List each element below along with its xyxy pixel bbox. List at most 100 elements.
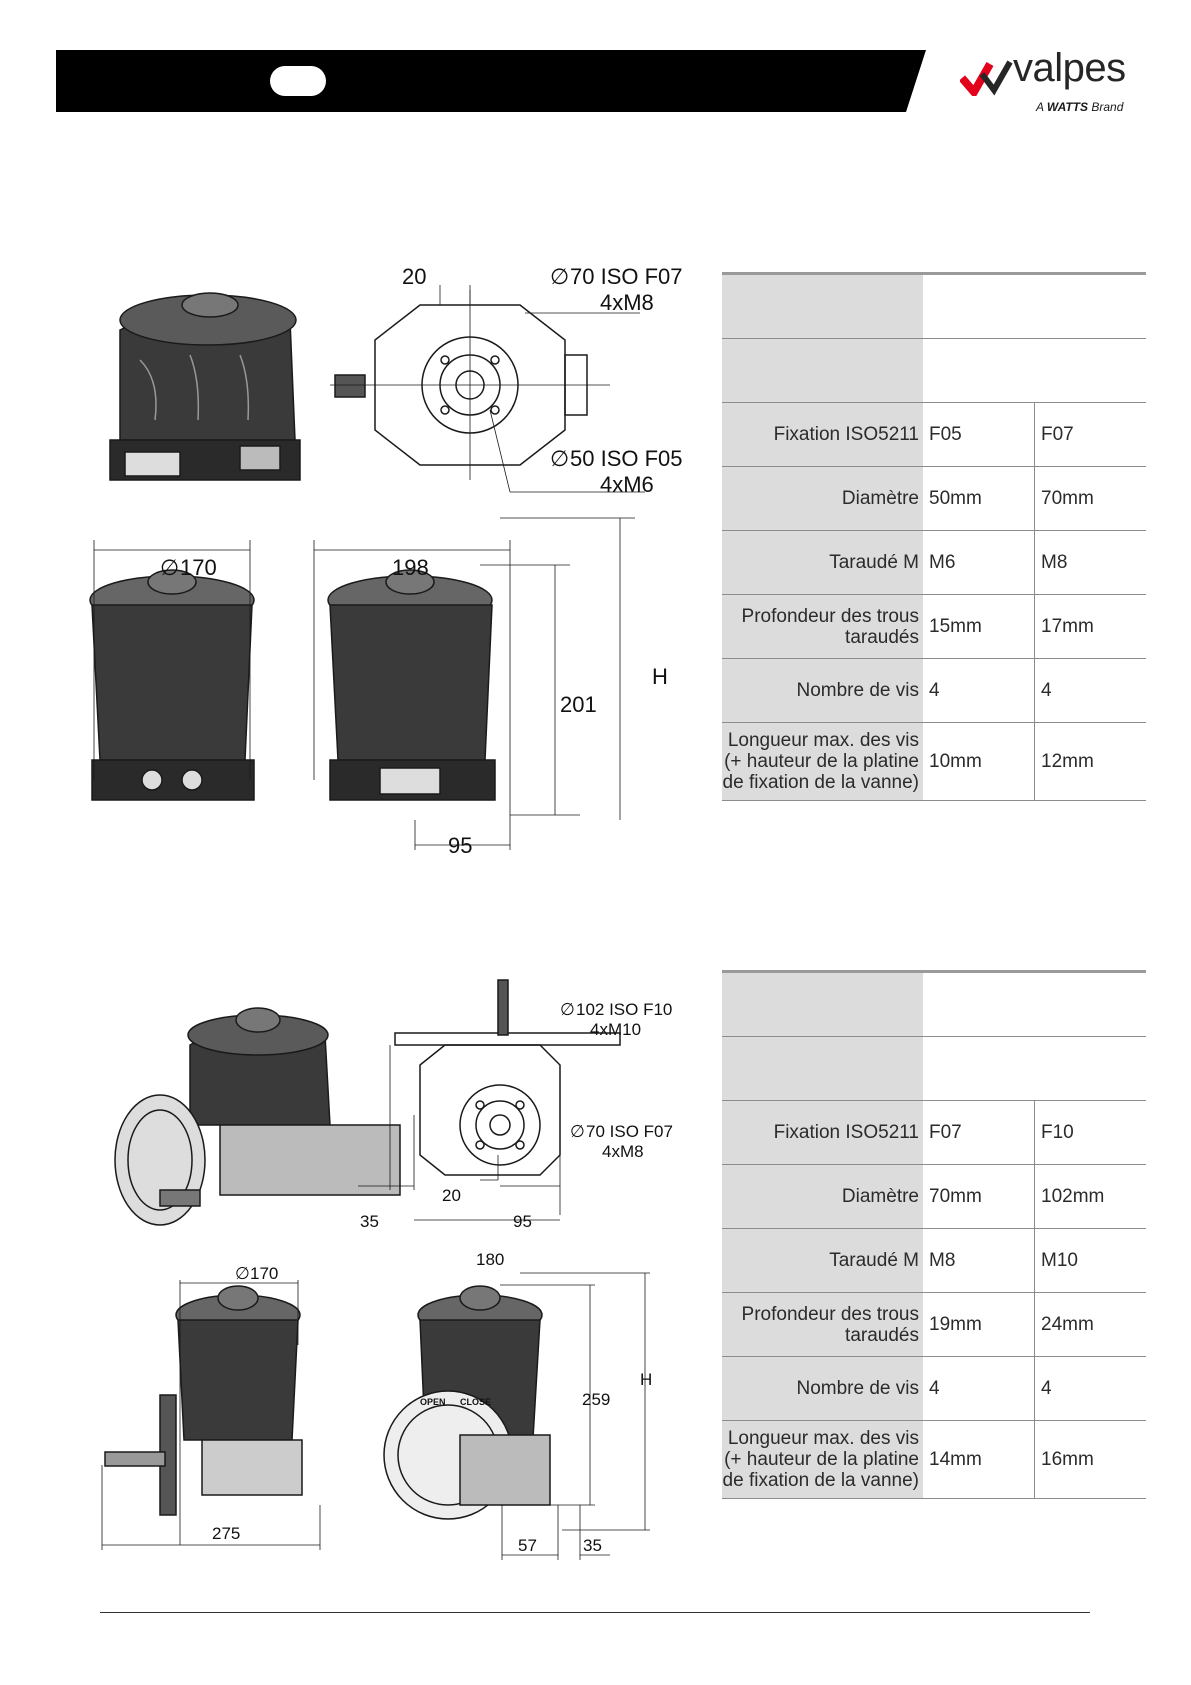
table-cell: F10 xyxy=(1034,1100,1146,1165)
table-cell: M8 xyxy=(923,1228,1035,1293)
actuator-drawing-1: 20 ∅ 70 ISO F07 4xM8 ∅ 50 ISO F05 4xM6 xyxy=(89,264,683,858)
table-cell: 10mm xyxy=(923,722,1035,801)
dim-width-95: 95 xyxy=(448,833,472,858)
table-cell: 15mm xyxy=(923,594,1035,659)
dim-flange-bot-1: 70 ISO F07 xyxy=(586,1122,673,1141)
footer-divider xyxy=(100,1612,1090,1613)
dim-flange-bot-2: 4xM6 xyxy=(600,472,654,497)
table-row: Longueur max. des vis(+ hauteur de la pl… xyxy=(722,1420,1146,1499)
dim-height-201: 201 xyxy=(560,692,597,717)
brand-name: valpes xyxy=(1013,46,1126,90)
actuator-side-view-1 xyxy=(313,517,635,850)
table-cell: 50mm xyxy=(923,466,1035,531)
table-row: Longueur max. des vis(+ hauteur de la pl… xyxy=(722,722,1146,801)
dim-diam-icon: ∅ xyxy=(160,555,179,580)
dim-57: 57 xyxy=(518,1536,537,1555)
dim-flange-top-1: 102 ISO F10 xyxy=(576,1000,672,1019)
actuator-front-view-2 xyxy=(101,1280,321,1550)
dim-180: 180 xyxy=(476,1250,504,1269)
dim-diam-170: 170 xyxy=(180,555,217,580)
table-row xyxy=(722,1036,1146,1101)
header-pill xyxy=(270,66,326,96)
row-label: Diamètre xyxy=(722,1164,923,1229)
dim-35-left: 35 xyxy=(360,1212,379,1231)
table-cell: 12mm xyxy=(1034,722,1146,801)
table-cell: F07 xyxy=(1034,402,1146,467)
actuator-top-view-1 xyxy=(330,285,645,493)
valpes-logo-mark xyxy=(960,60,1013,96)
table-cell: 4 xyxy=(1034,1356,1146,1421)
table-cell: M6 xyxy=(923,530,1035,595)
dim-20: 20 xyxy=(402,264,426,289)
dim-width-198: 198 xyxy=(392,555,429,580)
table-row xyxy=(722,272,1146,339)
table-cell: 24mm xyxy=(1034,1292,1146,1357)
dim-flange-top-2: 4xM10 xyxy=(590,1020,641,1039)
dim-20: 20 xyxy=(442,1186,461,1205)
table-cell: M8 xyxy=(1034,530,1146,595)
table-row xyxy=(722,338,1146,403)
dim-flange-top-2: 4xM8 xyxy=(600,290,654,315)
table-row xyxy=(722,970,1146,1037)
dim-height-H: H xyxy=(640,1370,652,1389)
row-label: Nombre de vis xyxy=(722,658,923,723)
dim-95: 95 xyxy=(513,1212,532,1231)
table-cell: 4 xyxy=(1034,658,1146,723)
dim-diam-icon: ∅ xyxy=(235,1264,250,1283)
row-label: Taraudé M xyxy=(722,530,923,595)
dim-35-bottom: 35 xyxy=(583,1536,602,1555)
table-cell: 14mm xyxy=(923,1420,1035,1499)
dim-diam-icon: ∅ xyxy=(560,1000,575,1019)
dim-flange-top-1: 70 ISO F07 xyxy=(570,264,683,289)
table-cell: 17mm xyxy=(1034,594,1146,659)
wheel-label-close: CLOSE xyxy=(460,1397,491,1407)
actuator-top-view-2 xyxy=(358,979,621,1221)
table-cell: F07 xyxy=(923,1100,1035,1165)
dim-diam-icon: ∅ xyxy=(550,264,569,289)
dim-diam-icon: ∅ xyxy=(550,446,569,471)
table-cell: 4 xyxy=(923,1356,1035,1421)
brand-tagline: A WATTS Brand xyxy=(1036,100,1124,114)
row-label: Diamètre xyxy=(722,466,923,531)
table-cell: 102mm xyxy=(1034,1164,1146,1229)
row-label: Longueur max. des vis(+ hauteur de la pl… xyxy=(722,1420,923,1499)
table-cell: F05 xyxy=(923,402,1035,467)
row-label: Longueur max. des vis(+ hauteur de la pl… xyxy=(722,722,923,801)
table-cell: M10 xyxy=(1034,1228,1146,1293)
dim-diam-icon: ∅ xyxy=(570,1122,585,1141)
dim-flange-bot-1: 50 ISO F05 xyxy=(570,446,683,471)
table-cell: 19mm xyxy=(923,1292,1035,1357)
actuator-side-view-2 xyxy=(383,1272,650,1560)
actuator-drawing-2: ∅ 102 ISO F10 4xM10 ∅ 70 ISO F07 4xM8 20… xyxy=(101,979,673,1560)
row-label: Fixation ISO5211 xyxy=(722,1100,923,1165)
table-cell: 70mm xyxy=(923,1164,1035,1229)
row-label: Fixation ISO5211 xyxy=(722,402,923,467)
row-label: Nombre de vis xyxy=(722,1356,923,1421)
dim-flange-bot-2: 4xM8 xyxy=(602,1142,644,1161)
dim-height-259: 259 xyxy=(582,1390,610,1409)
actuator-iso-view-2 xyxy=(114,1007,401,1226)
table-cell: 70mm xyxy=(1034,466,1146,531)
dim-diam-170: 170 xyxy=(250,1264,278,1283)
header-bar xyxy=(56,50,926,112)
row-label: Taraudé M xyxy=(722,1228,923,1293)
table-cell: 4 xyxy=(923,658,1035,723)
actuator-front-view-1 xyxy=(89,540,255,801)
wheel-label-open: OPEN xyxy=(420,1397,446,1407)
actuator-iso-view-1 xyxy=(109,292,301,481)
dim-height-H: H xyxy=(652,664,668,689)
dim-width-275: 275 xyxy=(212,1524,240,1543)
